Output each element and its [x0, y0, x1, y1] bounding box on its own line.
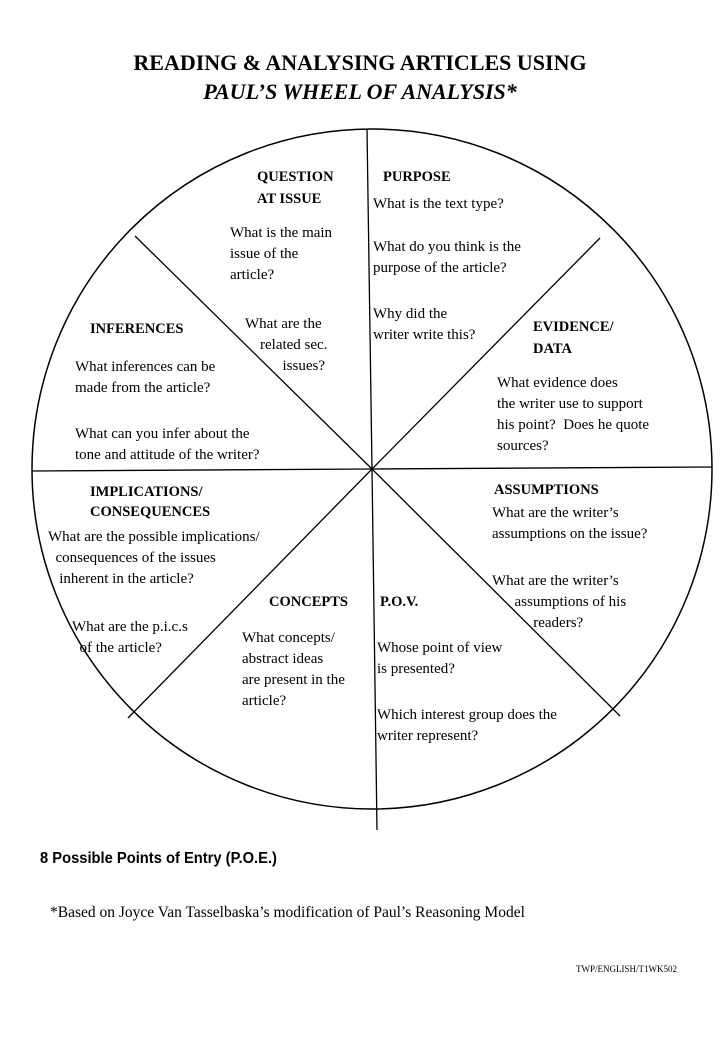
divider-vertical-top	[366, 128, 373, 470]
pov-text-2: Which interest group does the writer rep…	[377, 707, 557, 744]
divider-diagonal-lower-left	[127, 468, 373, 719]
divider-diagonal-upper-right	[371, 237, 601, 470]
assumptions-text-2: What are the writer’s assumptions of his…	[492, 573, 627, 631]
purpose-text-1: What is the text type?	[373, 196, 504, 212]
question-at-issue-heading-1: QUESTION	[257, 169, 334, 185]
question-at-issue-text-1: What is the main issue of the article?	[230, 225, 333, 283]
concepts-heading: CONCEPTS	[269, 594, 348, 610]
points-of-entry-caption: 8 Possible Points of Entry (P.O.E.)	[40, 850, 277, 867]
assumptions-text-1: What are the writer’s assumptions on the…	[492, 505, 648, 542]
implications-text-1: What are the possible implications/ cons…	[48, 529, 260, 587]
divider-horizontal-left	[31, 468, 373, 472]
evidence-data-text: What evidence does the writer use to sup…	[497, 375, 650, 454]
question-at-issue-text-2: What are the related sec. issues?	[245, 316, 328, 374]
divider-horizontal-right	[371, 466, 713, 470]
divider-diagonal-upper-left	[134, 235, 373, 470]
evidence-data-heading-2: DATA	[533, 341, 572, 357]
inferences-heading: INFERENCES	[90, 321, 184, 337]
concepts-text: What concepts/ abstract ideas are presen…	[242, 630, 345, 709]
wheel-circle	[31, 128, 713, 810]
pov-heading: P.O.V.	[380, 594, 419, 610]
inferences-text-1: What inferences can be made from the art…	[75, 359, 216, 396]
divider-vertical-bottom	[371, 468, 378, 831]
footnote: *Based on Joyce Van Tasselbaska’s modifi…	[50, 904, 525, 921]
implications-text-2: What are the p.i.c.s of the article?	[72, 619, 188, 656]
implications-heading-2: CONSEQUENCES	[90, 504, 211, 520]
purpose-text-2: What do you think is the purpose of the …	[373, 239, 521, 276]
assumptions-heading: ASSUMPTIONS	[494, 482, 599, 498]
inferences-text-2: What can you infer about the tone and at…	[75, 426, 260, 463]
purpose-text-3: Why did the writer write this?	[373, 306, 476, 343]
title-line-2: PAUL’S WHEEL OF ANALYSIS*	[203, 79, 517, 104]
pov-text-1: Whose point of view is presented?	[377, 640, 503, 677]
title-line-1: READING & ANALYSING ARTICLES USING	[133, 50, 587, 75]
implications-heading-1: IMPLICATIONS/	[90, 484, 203, 500]
purpose-heading: PURPOSE	[383, 169, 451, 185]
divider-diagonal-lower-right	[371, 468, 621, 717]
document-reference: TWP/ENGLISH/T1WK502	[576, 964, 677, 974]
question-at-issue-heading-2: AT ISSUE	[257, 191, 322, 207]
evidence-data-heading-1: EVIDENCE/	[533, 319, 614, 335]
